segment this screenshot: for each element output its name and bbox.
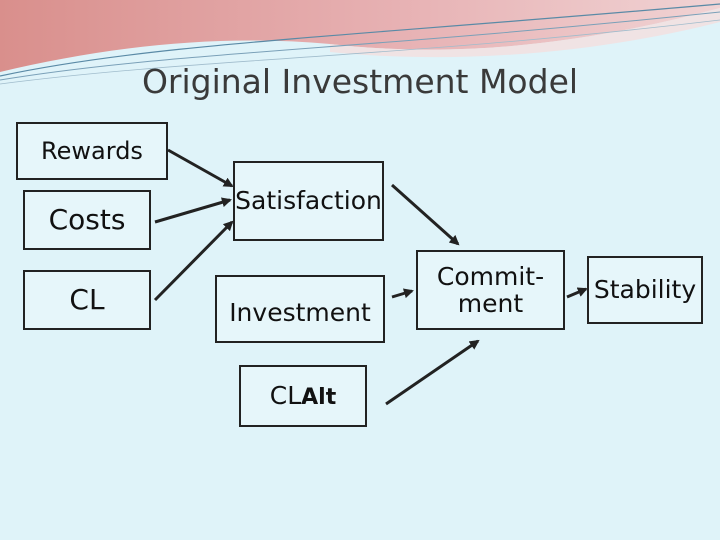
costs-label: Costs xyxy=(49,205,126,236)
commitment-label-line2: ment xyxy=(458,290,523,318)
stability-box: Stability xyxy=(587,256,703,324)
arrow-rewards-to-satisfaction xyxy=(168,150,232,186)
costs-box: Costs xyxy=(23,190,151,250)
stability-label: Stability xyxy=(594,276,696,304)
commitment-box: Commit- ment xyxy=(416,250,565,330)
cl-box: CL xyxy=(23,270,151,330)
arrow-clalt-to-commitment xyxy=(386,341,478,404)
rewards-label: Rewards xyxy=(41,138,143,164)
arrow-costs-to-satisfaction xyxy=(155,200,230,222)
clalt-main: CL xyxy=(270,381,301,410)
clalt-subscript: Alt xyxy=(301,385,336,410)
clalt-label: CLAlt xyxy=(270,382,336,410)
investment-label: Investment xyxy=(229,299,371,327)
arrow-commitment-to-stability xyxy=(567,289,586,297)
satisfaction-box: Satisfaction xyxy=(233,161,384,241)
clalt-box: CLAlt xyxy=(239,365,367,427)
arrow-satisfaction-to-commitment xyxy=(392,185,458,244)
commitment-label-line1: Commit- xyxy=(437,263,544,291)
cl-label: CL xyxy=(69,285,104,316)
rewards-box: Rewards xyxy=(16,122,168,180)
investment-box: Investment xyxy=(215,275,385,343)
satisfaction-label: Satisfaction xyxy=(235,187,382,215)
arrow-investment-to-commitment xyxy=(392,291,412,297)
